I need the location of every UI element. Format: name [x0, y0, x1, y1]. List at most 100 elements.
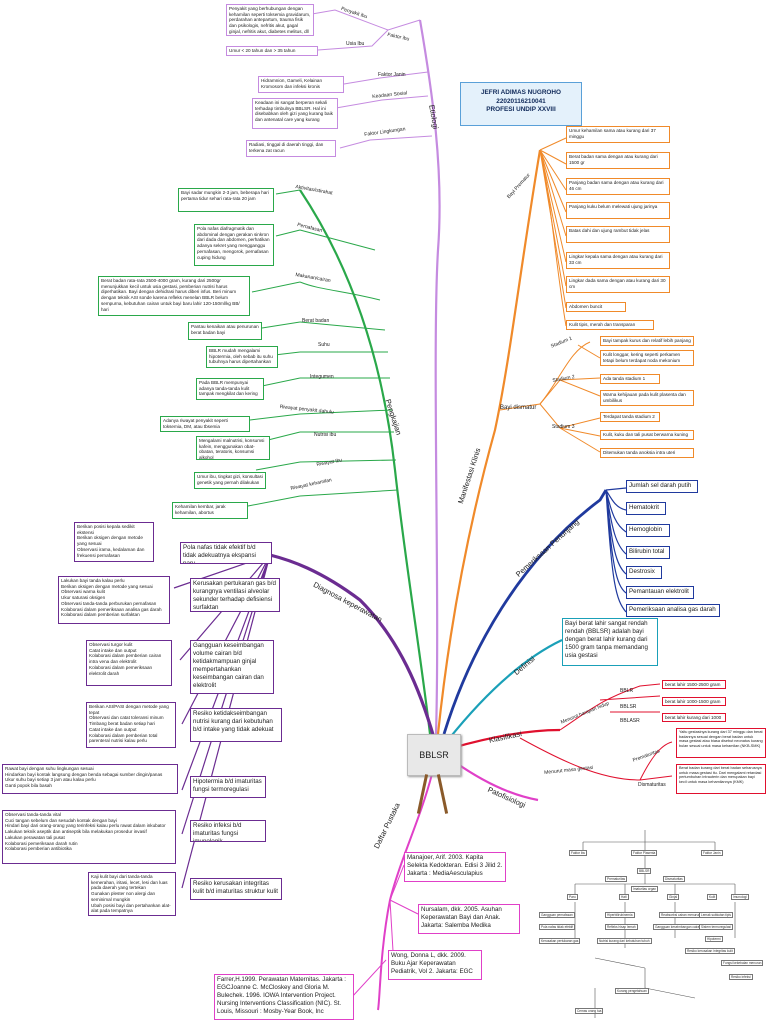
intervensi-item: Observasi warna kulit	[61, 589, 105, 595]
intervensi-list: Lakukan bayi tanda kalau perlu Berikan o…	[58, 576, 170, 624]
pathway-node: Dismaturitas	[663, 876, 685, 882]
author-box: JEFRI ADIMAS NUGROHO 22020116210041 PROF…	[460, 82, 582, 126]
author-nim: 22020116210041	[496, 97, 546, 105]
etiologi-usia-ibu-box: Umur < 20 tahun dan > 35 tahun	[226, 46, 318, 56]
etiologi-faktor-lingkungan-box: Radiasi, tinggal di daerah tinggi, dan t…	[246, 140, 336, 157]
pengkajian-riwayat-penyakit-box: Adanya riwayat penyakit seperti toksemia…	[160, 416, 250, 432]
prematur-item: Kulit tipis, merah dan transparan	[566, 320, 654, 330]
prematur-item: Panjang kuku belum melewati ujung jariny…	[566, 202, 670, 219]
intervensi-item: Kolaborasi dalam pemberian surfaktan	[61, 612, 140, 618]
author-name: JEFRI ADIMAS NUGROHO	[480, 89, 561, 96]
pathway-node: Ginjal	[667, 894, 680, 900]
klasifikasi-dismaturitas: Dismaturitas	[638, 782, 666, 788]
pathway-node: Kerusakan pertukaran gas	[539, 938, 581, 944]
klasifikasi-bblsr: BBLSR	[620, 704, 637, 710]
diagnosa-box: Kerusakan pertukaran gas b/d kurangnya v…	[190, 578, 280, 612]
klasifikasi-bblsr-box: berat lahir 1000-1500 gram	[662, 697, 726, 706]
etiologi-faktor-janin-box: Hidramnion, Gameli, Kelainan Kromosom da…	[258, 76, 344, 93]
pathway-node: Faktor Plasenta	[631, 850, 658, 856]
pemeriksaan-item: Bilirubin total	[626, 546, 670, 559]
pengkajian-riwayat-kehamilan-box: Kehamilan kembar, jarak kehamilan, abort…	[172, 502, 248, 519]
pengkajian-makanan-box: Berat badan rata-rata 2500-4000 gram, ku…	[98, 276, 250, 316]
pengkajian-nutrisi-ibu: Nutrisi ibu	[314, 432, 337, 438]
pustaka-item: Manajoer, Arif. 2003. Kapita Selekta Ked…	[404, 852, 506, 882]
klasifikasi-bblasr-box: berat lahir kurang dari 1000	[662, 713, 726, 722]
intervensi-item: Lakukan bayi tanda kalau perlu	[61, 578, 125, 583]
pathway-node: Sistem termoregulasi	[699, 924, 733, 930]
prematur-item: Abdomen buncit	[566, 302, 626, 312]
pustaka-item: Nursalam, dkk. 2005. Asuhan Keperawatan …	[418, 904, 520, 934]
prematur-item: Berat badan sama dengan atau kurang dari…	[566, 152, 670, 169]
intervensi-item: Kaji kulit bayi dari tanda-tanda kemerah…	[91, 874, 168, 891]
pengkajian-berat-badan-box: Pantau kenaikan atau penurunan berat bad…	[188, 322, 262, 340]
klasifikasi-prematuritas-box: Yaitu gestasinya kurang dari 37 minggu d…	[676, 728, 766, 758]
stadium-3-item: Kulit, kuku dan tali pusat berwarna kuni…	[600, 430, 694, 440]
intervensi-item: Observasi dan catat toleransi minum	[89, 715, 164, 721]
intervensi-item: Ubah posisi bayi dan pertahankan alat-al…	[91, 902, 171, 914]
pathway-node: BBLSR	[637, 868, 652, 874]
diagnosa-box: Resiko ketidakseimbangan nutrisi kurang …	[190, 708, 282, 742]
pathway-node: Hiperbilirubinemia	[605, 912, 635, 918]
pemeriksaan-item: Pemeriksaan analisa gas darah	[626, 604, 720, 617]
etiologi-usia-ibu: Usia Ibu	[346, 41, 365, 47]
intervensi-item: Ganti popok bila basah	[5, 783, 52, 789]
pathway-node: Cemas orang tua	[575, 1008, 604, 1014]
intervensi-item: Kolaborasi dalam pemberian total parente…	[89, 732, 158, 744]
stadium-2-item: Warna kehijauan pada kulit plasenta dan …	[600, 390, 694, 406]
pathway-node: Paru	[567, 894, 578, 900]
intervensi-list: Observasi tanda-tanda vital Cuci tangan …	[2, 810, 176, 864]
diagnosa-box: Pola nafas tidak efektif b/d tidak adeku…	[180, 542, 272, 564]
pengkajian-integumen-box: Pada BBLR mempunyai adanya tanda-tanda k…	[196, 378, 264, 400]
intervensi-item: Berikan ASI/PASI dengan metode yang tepa…	[89, 704, 169, 715]
etiologi-penyakit-ibu-box: Penyakit yang berhubungan dengan kehamil…	[226, 4, 314, 36]
prematur-item: Panjang badan sama dengan atau kurang da…	[566, 178, 670, 195]
definisi-box: Bayi berat lahir sangat rendah rendah (B…	[562, 618, 658, 666]
pengkajian-nutrisi-ibu-box: Mengalami malnutrisi, konsumsi kafein, m…	[196, 436, 270, 460]
pathway-node: Imaturitas organ	[631, 886, 659, 892]
pathway-node: Gangguan pernafasan	[539, 912, 575, 918]
diagnosa-box: Resiko kerusakan integritas kulit b/d im…	[190, 878, 282, 900]
pengkajian-riwayat-ibu-box: Umur ibu, tingkat gizi, konsultasi genet…	[194, 472, 266, 489]
intervensi-list: Observasi turgor kulit Catat intake dan …	[86, 640, 172, 686]
pathway-node: Refleks hisap lemah	[605, 924, 638, 930]
intervensi-item: Hindarkan bayi kontak langsung dengan be…	[5, 771, 163, 777]
intervensi-item: Catat intake dan output	[89, 647, 137, 653]
prematur-item: Lingkar dada sama dengan atau kurang dar…	[566, 276, 670, 293]
pustaka-item: Wong, Donna L, dkk. 2009. Buku Ajar Kepe…	[388, 950, 482, 980]
pathway-node: Gangguan keseimbangan cairan	[653, 924, 704, 930]
intervensi-item: Hindari bayi dari orang-orang yang terin…	[5, 823, 166, 829]
intervensi-item: Kolaborasi pemeriksaan darah rutin	[5, 840, 78, 846]
patofisiologi-pathway: Faktor ibu Faktor Plasenta Faktor Janin …	[535, 828, 768, 1024]
pengkajian-berat-badan: Berat badan	[302, 318, 330, 324]
klasifikasi-bblasr: BBLASR	[620, 718, 640, 724]
prematur-item: Lingkar kepala sama dengan atau kurang d…	[566, 252, 670, 269]
manifestasi-bayi-dismatur: Bayi dismatur	[500, 405, 537, 411]
pathway-node: Hipotermi	[705, 936, 723, 942]
central-topic: BBLSR	[407, 734, 461, 776]
diagnosa-box: Resiko infeksi b/d imaturitas fungsi imu…	[190, 820, 266, 842]
intervensi-item: Observasi irama, kedalaman dan frekuensi…	[77, 546, 145, 558]
intervensi-item: Berikan posisi kepala sedikit ekstensi	[77, 524, 135, 535]
pengkajian-integumen: Integumen	[310, 374, 334, 380]
intervensi-item: Lakukan teknik aseptik dan antiseptik bi…	[5, 829, 147, 835]
pemeriksaan-item: Destrosix	[626, 566, 662, 579]
stadium-3-item: Terdapat tanda stadium 2	[600, 412, 660, 422]
intervensi-item: Catat intake dan output	[89, 726, 137, 732]
intervensi-item: Observasi tanda-tanda vital	[5, 812, 61, 817]
intervensi-item: Lakukan perawatan tali pusat	[5, 834, 65, 840]
intervensi-list: Kaji kulit bayi dari tanda-tanda kemerah…	[88, 872, 176, 916]
stadium-2-item: Ada tanda stadium 1	[600, 374, 660, 384]
stadium-1-item: Kulit longgar, kering seperti perkamen t…	[600, 350, 694, 366]
intervensi-list: Rawat bayi dengan suhu lingkungan sesuai…	[2, 764, 178, 794]
intervensi-item: Gunakan plester non alergi dan seminimal…	[91, 891, 156, 902]
intervensi-item: Cuci tangan sebelum dan sesudah kontak d…	[5, 817, 117, 823]
intervensi-item: Ukur suhu bayi setiap 3 jam atau kalau p…	[5, 777, 96, 783]
pemeriksaan-item: Jumlah sel darah putih	[626, 480, 698, 493]
intervensi-list: Berikan posisi kepala sedikit ekstensi B…	[74, 522, 154, 562]
stadium-1-item: Bayi tampak kurus dan relatif lebih panj…	[600, 336, 694, 346]
pathway-node: Faktor ibu	[569, 850, 588, 856]
klasifikasi-bblr-box: berat lahir 1500-2500 gram	[662, 680, 726, 689]
etiologi-faktor-janin: Faktor Janin	[378, 72, 406, 78]
stadium-3-item: Ditemukan tanda anoksia intra uteri	[600, 448, 694, 458]
